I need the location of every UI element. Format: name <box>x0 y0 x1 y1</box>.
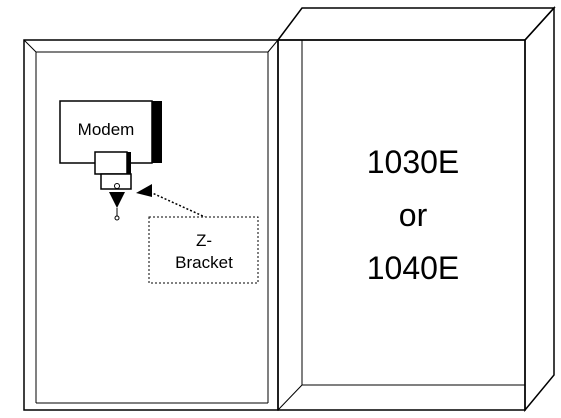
z-bracket-upper <box>94 151 128 175</box>
callout-label-line1: Z- <box>196 231 212 250</box>
callout-box <box>148 216 259 284</box>
right-enclosure-side <box>524 6 555 413</box>
model-label-line2: or <box>399 197 428 233</box>
right-enclosure <box>276 6 556 413</box>
right-enclosure-inner-edge-bottom <box>277 384 303 411</box>
left-enclosure-corner-tr <box>267 39 279 53</box>
z-bracket <box>94 151 132 221</box>
left-enclosure-corner-tl <box>23 39 37 53</box>
z-bracket-lower <box>100 173 132 190</box>
model-label: 1030E or 1040E <box>367 144 460 286</box>
modem-label: Modem <box>78 120 135 139</box>
callout-leader-line <box>149 191 206 218</box>
callout-arrowhead <box>136 184 152 197</box>
right-enclosure-inner <box>301 39 526 386</box>
z-bracket-screw-hole <box>114 183 120 189</box>
right-enclosure-top <box>276 7 556 41</box>
callout-pointer <box>136 184 206 218</box>
z-bracket-screw-tip <box>114 215 120 221</box>
z-bracket-upper-shadow <box>127 152 131 178</box>
z-bracket-arrow-down <box>109 192 125 208</box>
model-label-line1: 1030E <box>367 144 460 180</box>
callout-label-line2: Bracket <box>175 253 233 272</box>
model-label-line3: 1040E <box>367 250 460 286</box>
z-bracket-callout: Z- Bracket <box>148 216 259 284</box>
